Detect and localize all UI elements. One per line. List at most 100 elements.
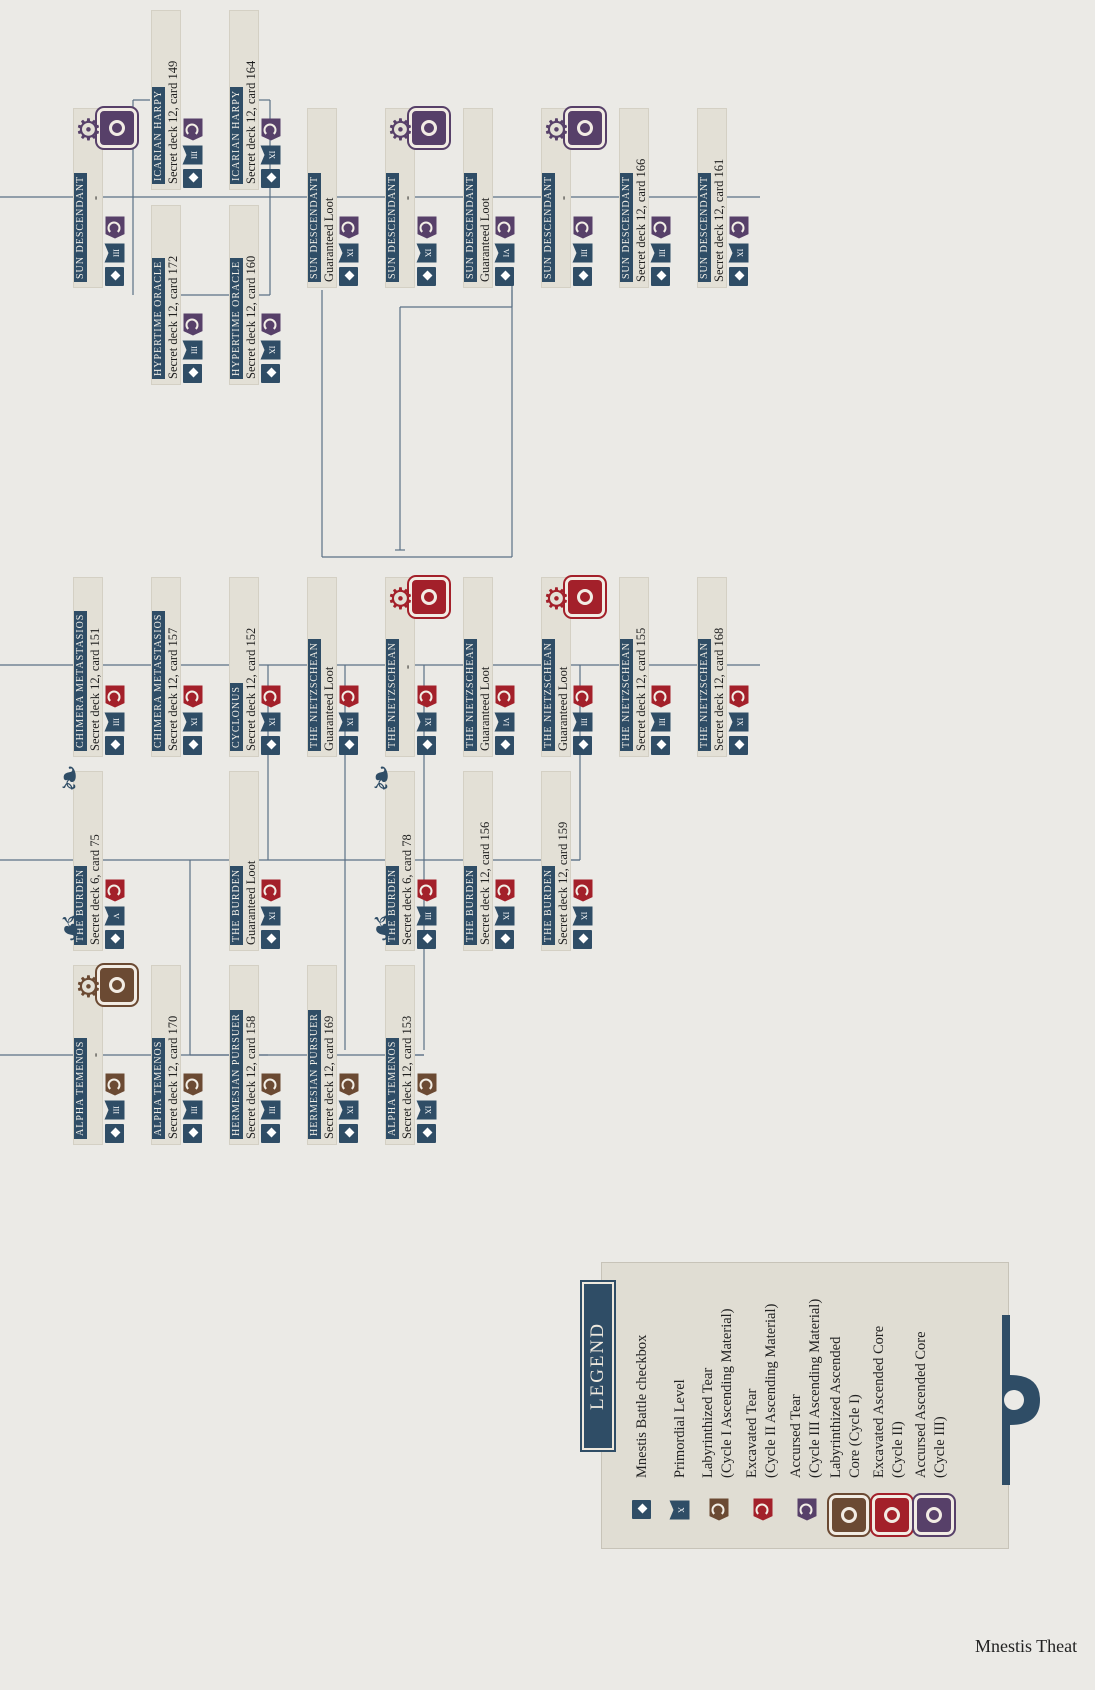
card-name: HYPERTIME ORACLE <box>152 257 165 379</box>
card-name: THE NIETZSCHEAN <box>308 639 321 751</box>
card-name: THE BURDEN <box>230 865 243 945</box>
battle-checkbox-icon[interactable] <box>261 930 280 949</box>
card-subtitle: Guaranteed Loot <box>322 197 336 282</box>
battle-checkbox-icon[interactable] <box>573 930 592 949</box>
excavated-tear-icon <box>496 686 515 708</box>
card-subtitle: Guaranteed Loot <box>244 860 258 945</box>
battle-checkbox-icon[interactable] <box>261 169 280 188</box>
accursed-tear-icon <box>496 217 515 239</box>
accursed-tear-icon <box>262 119 281 141</box>
card-subtitle: Secret deck 12, card 152 <box>244 627 258 751</box>
battle-checkbox-icon[interactable] <box>183 1124 202 1143</box>
card-subtitle: Guaranteed Loot <box>478 197 492 282</box>
excavated-tear-icon <box>730 686 749 708</box>
excavated-tear-icon <box>262 880 281 902</box>
battle-checkbox-icon[interactable] <box>651 736 670 755</box>
battle-checkbox-icon[interactable] <box>339 1124 358 1143</box>
excavated-core-icon <box>565 577 605 617</box>
card-name: SUN DESCENDANT <box>308 172 321 282</box>
accursed-tear-icon <box>184 119 203 141</box>
excavated-tear-icon <box>418 880 437 902</box>
labyrinthized-tear-icon <box>184 1074 203 1096</box>
card-name: THE NIETZSCHEAN <box>386 639 399 751</box>
battle-checkbox-icon[interactable] <box>495 267 514 286</box>
card-subtitle: Secret deck 12, card 166 <box>634 158 648 282</box>
flourish-ornament-icon: ☙ <box>53 912 91 944</box>
battle-checkbox-icon[interactable] <box>729 267 748 286</box>
excavated-core-icon <box>409 577 449 617</box>
battle-checkbox-icon[interactable] <box>573 267 592 286</box>
battle-checkbox-icon[interactable] <box>495 736 514 755</box>
card-subtitle: Secret deck 6, card 75 <box>88 834 102 945</box>
card-name: HERMESIAN PURSUER <box>308 1010 321 1139</box>
battle-checkbox-icon[interactable] <box>261 364 280 383</box>
battle-checkbox-icon[interactable] <box>105 930 124 949</box>
battle-checkbox-icon[interactable] <box>417 736 436 755</box>
accursed-tear-icon <box>340 217 359 239</box>
card-subtitle: Secret deck 12, card 156 <box>478 821 492 945</box>
card-subtitle: Secret deck 12, card 159 <box>556 821 570 945</box>
battle-checkbox-icon[interactable] <box>417 1124 436 1143</box>
battle-checkbox-icon[interactable] <box>183 169 202 188</box>
legend-label: Labyrinthized Tear (Cycle I Ascending Ma… <box>700 1308 735 1478</box>
legend-label: Primordial Level <box>672 1379 688 1478</box>
battle-checkbox-icon[interactable] <box>105 736 124 755</box>
battle-checkbox-icon[interactable] <box>105 267 124 286</box>
accursed-core-icon <box>565 108 605 148</box>
card-name: SUN DESCENDANT <box>386 172 399 282</box>
excavated-tear-icon <box>418 686 437 708</box>
accursed-core-icon <box>914 1495 954 1535</box>
card-name: CHIMERA METASTASIOS <box>74 610 87 751</box>
card-subtitle: Secret deck 12, card 158 <box>244 1015 258 1139</box>
gear-ornament-icon: ⚙ <box>75 971 102 1004</box>
battle-checkbox-icon[interactable] <box>183 736 202 755</box>
labyrinthized-tear-icon <box>710 1499 729 1521</box>
battle-checkbox-icon[interactable] <box>729 736 748 755</box>
battle-checkbox-icon[interactable] <box>495 930 514 949</box>
card-subtitle: Guaranteed Loot <box>478 666 492 751</box>
accursed-tear-icon <box>574 217 593 239</box>
battle-checkbox-icon[interactable] <box>261 736 280 755</box>
battle-checkbox-icon[interactable] <box>339 267 358 286</box>
card-name: THE NIETZSCHEAN <box>698 639 711 751</box>
accursed-tear-icon <box>730 217 749 239</box>
card-name: SUN DESCENDANT <box>620 172 633 282</box>
gear-ornament-icon: ⚙ <box>75 114 102 147</box>
labyrinthized-tear-icon <box>340 1074 359 1096</box>
battle-checkbox-icon[interactable] <box>417 267 436 286</box>
accursed-tear-icon <box>262 314 281 336</box>
battle-checkbox-icon[interactable] <box>183 364 202 383</box>
card-name: ALPHA TEMENOS <box>74 1037 87 1139</box>
battle-checkbox-icon[interactable] <box>573 736 592 755</box>
battle-checkbox-icon[interactable] <box>651 267 670 286</box>
card-subtitle: Secret deck 12, card 157 <box>166 627 180 751</box>
gear-ornament-icon: ⚙ <box>543 114 570 147</box>
battle-checkbox-icon[interactable] <box>417 930 436 949</box>
battle-checkbox-icon[interactable] <box>261 1124 280 1143</box>
battle-checkbox-icon[interactable] <box>105 1124 124 1143</box>
battle-checkbox-icon[interactable] <box>339 736 358 755</box>
